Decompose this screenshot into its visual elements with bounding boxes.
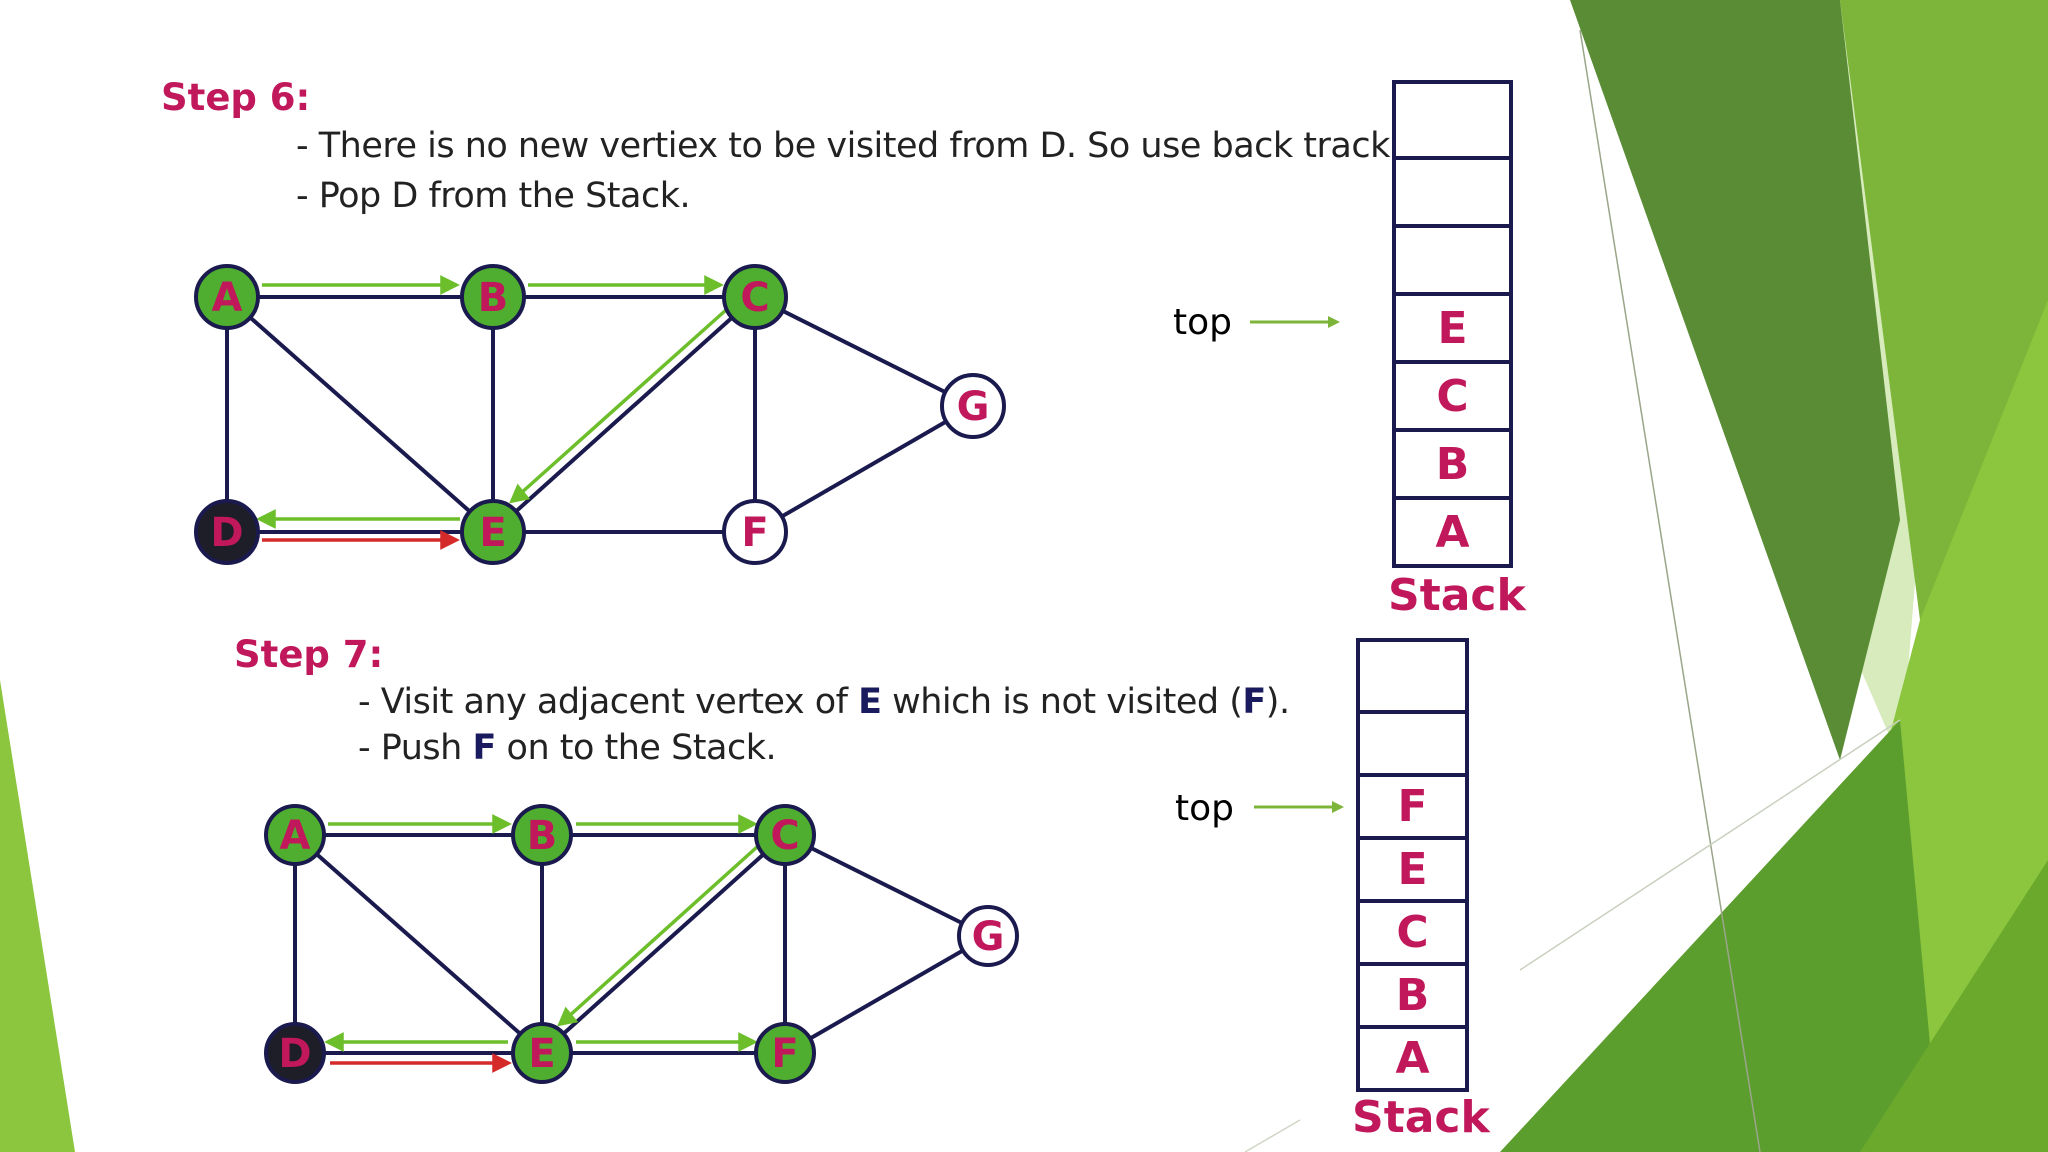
edge-c-e (540, 833, 787, 1055)
node-b (511, 804, 573, 866)
step6-line1: - There is no new vertiex to be visited … (296, 126, 1401, 166)
step7-stack-cell: B (1356, 962, 1469, 1029)
step6-stack-cell: E (1392, 292, 1513, 364)
node-f-label: F (771, 1031, 798, 1077)
step7-top-arrow-icon (1254, 801, 1344, 813)
edge-f-g (784, 934, 989, 1055)
node-e (511, 1022, 573, 1084)
node-e (460, 499, 526, 565)
node-b-label: B (478, 275, 509, 321)
node-c (722, 264, 788, 330)
traversal-arrow-c-e (566, 845, 759, 1019)
node-a-label: A (280, 813, 311, 859)
node-d (194, 499, 260, 565)
edge-f-g (753, 404, 975, 534)
step7-top-label: top (1175, 788, 1234, 829)
node-g (957, 905, 1019, 967)
node-f (722, 499, 788, 565)
step7-stack-cell: A (1356, 1025, 1469, 1092)
step7-stack-label: Stack (1352, 1092, 1490, 1143)
step6-stack-cell: B (1392, 428, 1513, 500)
step7-stack-cell: F (1356, 773, 1469, 840)
node-c (754, 804, 816, 866)
node-g-label: G (957, 384, 990, 430)
step6-stack-label: Stack (1388, 570, 1526, 621)
step6-top-arrow-icon (1250, 316, 1340, 328)
step7-nodes: A B C G D E F (264, 804, 1019, 1084)
step6-line2: - Pop D from the Stack. (296, 176, 691, 216)
node-d-label: D (210, 510, 243, 556)
node-c-label: C (740, 275, 769, 321)
node-d-label: D (278, 1031, 311, 1077)
node-f-label: F (741, 510, 768, 556)
edge-c-g (754, 295, 974, 408)
step6-top-label: top (1173, 302, 1232, 343)
node-g (940, 373, 1006, 439)
edge-a-e (225, 295, 495, 534)
node-a-label: A (212, 275, 243, 321)
edge-c-g (784, 833, 989, 938)
traversal-arrow-c-e (518, 308, 728, 496)
edge-a-e (293, 833, 544, 1055)
node-d (264, 1022, 326, 1084)
step6-nodes: A B C G D E F (194, 264, 1006, 565)
node-e-label: E (528, 1031, 555, 1077)
node-b (460, 264, 526, 330)
node-c-label: C (770, 813, 799, 859)
node-g-label: G (972, 914, 1005, 960)
node-e-label: E (479, 510, 506, 556)
step6-stack-cell: A (1392, 496, 1513, 568)
node-b-label: B (527, 813, 558, 859)
edge-c-e (491, 295, 757, 534)
step7-stack-cell: C (1356, 899, 1469, 966)
step7-stack-cell (1356, 710, 1469, 777)
step7-title: Step 7: (234, 633, 384, 676)
step6-title: Step 6: (161, 76, 311, 119)
step6-stack-cell (1392, 156, 1513, 228)
step7-line2: - Push F on to the Stack. (358, 728, 777, 768)
node-a (194, 264, 260, 330)
node-f (754, 1022, 816, 1084)
step7-stack-cell: E (1356, 836, 1469, 903)
step6-stack-cell: C (1392, 360, 1513, 432)
step7-stack-cell (1356, 638, 1469, 714)
node-a (264, 804, 326, 866)
step7-line1: - Visit any adjacent vertex of E which i… (358, 682, 1290, 722)
